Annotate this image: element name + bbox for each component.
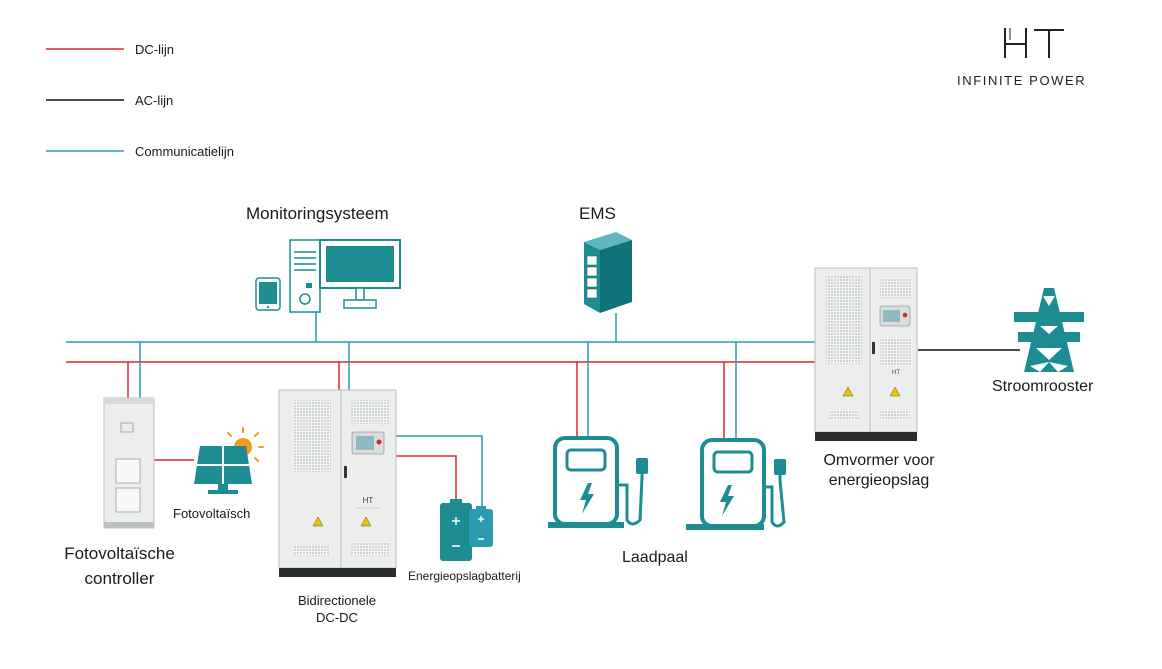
- brand-tagline: INFINITE POWER: [957, 73, 1087, 88]
- bidirectional-dcdc-label: Bidirectionele DC-DC: [297, 593, 377, 625]
- legend-dc-label: DC-lijn: [135, 42, 174, 57]
- storage-inverter-cabinet: HT: [814, 267, 918, 441]
- ev-charger-icon: [548, 436, 648, 528]
- desktop-computer-icon: [289, 239, 401, 313]
- legend-ac-label: AC-lijn: [135, 93, 174, 108]
- ems-label: EMS: [579, 204, 616, 223]
- brand-logo-icon: [1004, 28, 1064, 58]
- transmission-tower-icon: [1014, 288, 1084, 372]
- bidirectional-dcdc-cabinet: HT: [278, 389, 397, 577]
- grid-label: Stroomrooster: [992, 378, 1094, 395]
- solar-panel-icon: [194, 446, 252, 494]
- wiring: [66, 312, 1020, 509]
- storage-inverter-label: Omvormer voor energieopslag: [823, 452, 935, 489]
- battery-icon: [440, 499, 493, 561]
- svg-text:HT: HT: [363, 496, 374, 505]
- svg-text:HT: HT: [892, 370, 900, 376]
- legend-communication-label: Communicatielijn: [135, 144, 234, 159]
- monitoring-label: Monitoringsysteem: [246, 204, 389, 223]
- pv-controller-label: Fotovoltaïsche controller: [64, 544, 175, 588]
- pv-panel-label: Fotovoltaïsch: [173, 506, 251, 521]
- legend: [46, 48, 124, 152]
- ev-charger-icon: [686, 438, 786, 530]
- server-rack-icon: [584, 232, 632, 313]
- battery-label: Energieopslagbatterij: [408, 569, 521, 583]
- charging-pile-label: Laadpaal: [622, 549, 688, 566]
- tablet-icon: [255, 277, 281, 311]
- pv-controller-cabinet: [103, 397, 155, 529]
